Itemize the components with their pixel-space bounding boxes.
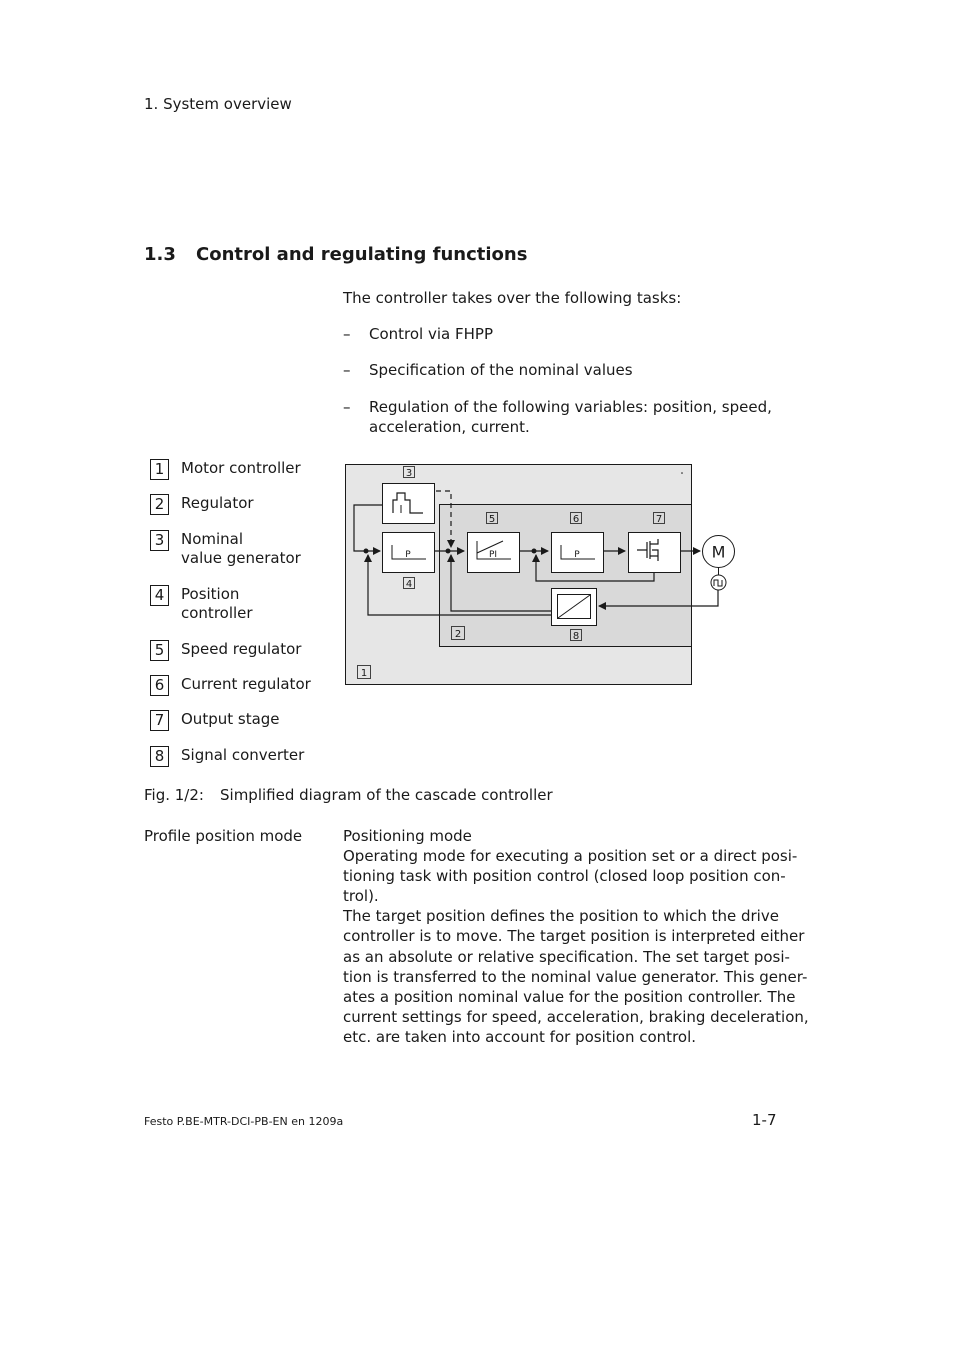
- output-stage-block: [628, 532, 681, 573]
- bullet-dash: –: [343, 325, 351, 343]
- bullet-dash: –: [343, 361, 351, 379]
- definition-term: Profile position mode: [144, 827, 303, 845]
- callout-4: 4: [406, 579, 412, 590]
- step-profile-icon: [392, 492, 423, 514]
- task-text: Regulation of the following variables: p…: [369, 398, 772, 416]
- definition-line: as an absolute or relative specification…: [343, 947, 790, 966]
- definition-line: current settings for speed, acceleration…: [343, 1007, 809, 1026]
- p-characteristic-icon: [560, 545, 595, 560]
- figure-number: Fig. 1/2:: [144, 786, 204, 804]
- legend-label: Nominal: [181, 530, 244, 548]
- bullet-dash: –: [343, 398, 351, 416]
- definition-line: Operating mode for executing a position …: [343, 847, 798, 866]
- signal-lines: [353, 490, 719, 616]
- callout-6: 6: [573, 514, 579, 525]
- task-text: acceleration, current.: [369, 418, 530, 436]
- definition-line: tion is transferred to the nominal value…: [343, 967, 808, 986]
- legend-number: 6: [150, 675, 169, 696]
- legend-label: Signal converter: [181, 746, 305, 764]
- legend-number: 5: [150, 640, 169, 661]
- legend-label: Motor controller: [181, 459, 301, 477]
- footer-document-id: Festo P.BE-MTR-DCI-PB-EN en 1209a: [144, 1115, 344, 1128]
- position-block-label: P: [405, 550, 411, 560]
- callout-2: 2: [455, 629, 461, 640]
- legend-number: 8: [150, 746, 169, 767]
- callout-7: 7: [656, 514, 662, 525]
- motor-label: M: [712, 543, 726, 562]
- legend-number: 7: [150, 710, 169, 731]
- pi-characteristic-icon: [476, 540, 511, 560]
- legend-label: Position: [181, 585, 240, 603]
- callout-1: 1: [361, 668, 367, 679]
- legend-number: 2: [150, 494, 169, 515]
- definition-line: Positioning mode: [343, 827, 472, 845]
- current-block-label: P: [574, 550, 580, 560]
- legend-label: controller: [181, 604, 253, 622]
- legend-label: Output stage: [181, 710, 280, 728]
- position-controller-block: [382, 532, 435, 573]
- definition-line: controller is to move. The target positi…: [343, 927, 805, 946]
- legend-label: Speed regulator: [181, 640, 302, 658]
- legend-number: 4: [150, 585, 169, 606]
- footer-page-number: 1-7: [752, 1111, 777, 1129]
- transistor-icon: [637, 539, 659, 561]
- definition-line: ates a position nominal value for the po…: [343, 987, 796, 1006]
- task-text: Control via FHPP: [369, 325, 493, 343]
- definition-line: etc. are taken into account for position…: [343, 1027, 697, 1046]
- callout-3: 3: [406, 468, 412, 479]
- legend-label: Current regulator: [181, 675, 311, 693]
- nominal-value-generator-block: [382, 483, 435, 524]
- speed-block-label: PI: [489, 550, 497, 560]
- callout-5: 5: [489, 514, 495, 525]
- legend-label: value generator: [181, 549, 301, 567]
- legend-label: Regulator: [181, 494, 254, 512]
- p-characteristic-icon: [391, 545, 426, 560]
- definition-line: trol).: [343, 887, 379, 906]
- section-number: 1.3: [144, 244, 176, 265]
- definition-line: The target position defines the position…: [343, 907, 779, 926]
- legend-number: 3: [150, 530, 169, 551]
- figure-caption: Simplified diagram of the cascade contro…: [220, 786, 553, 804]
- current-regulator-block: [551, 532, 604, 573]
- legend-number: 1: [150, 459, 169, 480]
- running-head: 1. System overview: [144, 95, 292, 113]
- section-title: Control and regulating functions: [196, 244, 528, 265]
- speed-regulator-block: [467, 532, 520, 573]
- definition-body: Positioning mode Operating mode for exec…: [343, 826, 809, 1047]
- intro-text: The controller takes over the following …: [343, 289, 682, 307]
- definition-line: tioning task with position control (clos…: [343, 867, 786, 886]
- task-text: Specification of the nominal values: [369, 361, 633, 379]
- callout-8: 8: [573, 631, 579, 642]
